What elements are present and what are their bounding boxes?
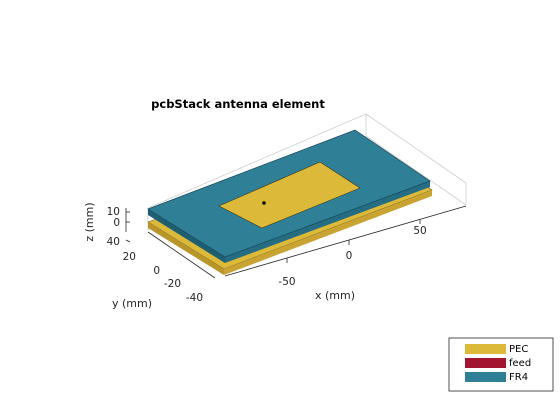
radiating-patch — [218, 161, 361, 229]
z-axis-label: z (mm) — [83, 202, 96, 241]
x-tick-label: 50 — [413, 225, 426, 237]
legend-label-feed: feed — [509, 358, 531, 369]
legend-swatch-feed — [465, 358, 506, 368]
fr4-front-edge — [148, 209, 225, 263]
y-tick-label: 40 — [107, 236, 120, 248]
fr4-right-edge — [225, 181, 430, 263]
feed-point — [262, 201, 266, 205]
legend-label-fr4: FR4 — [509, 372, 528, 383]
x-axis: -50 0 50 x (mm) — [224, 205, 467, 302]
z-tick-label: 0 — [113, 217, 120, 229]
legend-swatch-pec — [465, 344, 506, 354]
z-tick-label: 10 — [107, 206, 120, 218]
figure-title: pcbStack antenna element — [151, 97, 325, 111]
y-tick-label: -20 — [164, 278, 181, 290]
z-axis: 10 0 z (mm) — [83, 202, 130, 242]
x-tick-label: 0 — [346, 250, 353, 262]
x-tick-label: -50 — [278, 276, 295, 288]
legend-swatch-fr4 — [465, 372, 506, 382]
y-axis-label: y (mm) — [112, 297, 152, 310]
y-axis: 40 20 0 -20 -40 y (mm) — [107, 231, 216, 310]
y-tick-label: 20 — [123, 251, 136, 263]
ground-plane-edge-right — [224, 190, 432, 275]
ground-plane-edge — [148, 222, 224, 275]
legend-label-pec: PEC — [509, 344, 528, 355]
legend: PEC feed FR4 — [448, 337, 554, 392]
y-tick-label: 0 — [153, 265, 160, 277]
x-axis-label: x (mm) — [315, 289, 355, 302]
y-tick-label: -40 — [186, 292, 203, 304]
